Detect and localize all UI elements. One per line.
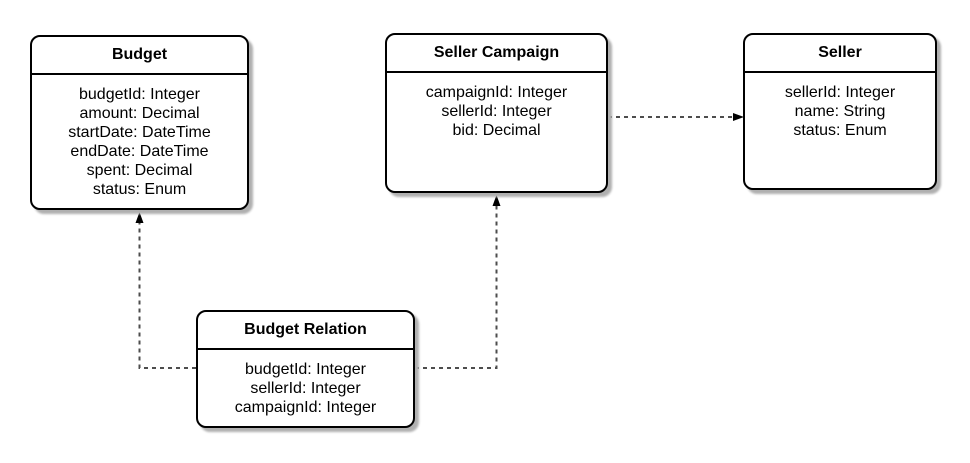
- field: budgetId: Integer: [79, 86, 200, 103]
- field: startDate: DateTime: [68, 124, 211, 141]
- field: name: String: [794, 103, 886, 120]
- field: campaignId: Integer: [425, 84, 568, 101]
- entity-budget-title: Budget: [32, 37, 247, 75]
- entity-budget: Budget budgetId: Integer amount: Decimal…: [30, 35, 249, 210]
- entity-budget-relation-title: Budget Relation: [198, 312, 413, 350]
- entity-budget-relation: Budget Relation budgetId: Integer seller…: [196, 310, 415, 428]
- field: sellerId: Integer: [250, 380, 361, 397]
- entity-seller-campaign-fields: campaignId: Integer sellerId: Integer bi…: [387, 73, 606, 140]
- entity-seller-title: Seller: [745, 35, 935, 73]
- relation-budget-relation-to-budget: [135, 212, 196, 369]
- field: sellerId: Integer: [441, 103, 552, 120]
- entity-seller-campaign: Seller Campaign campaignId: Integer sell…: [385, 33, 608, 193]
- entity-budget-relation-fields: budgetId: Integer sellerId: Integer camp…: [198, 350, 413, 417]
- field: spent: Decimal: [86, 162, 193, 179]
- entity-budget-fields: budgetId: Integer amount: Decimal startD…: [32, 75, 247, 199]
- field: amount: Decimal: [79, 105, 200, 122]
- entity-seller: Seller sellerId: Integer name: String st…: [743, 33, 937, 190]
- field: budgetId: Integer: [245, 361, 366, 378]
- relation-budget-relation-to-seller-campaign: [415, 195, 501, 369]
- field: bid: Decimal: [452, 122, 541, 139]
- entity-seller-fields: sellerId: Integer name: String status: E…: [745, 73, 935, 140]
- field: status: Enum: [793, 122, 887, 139]
- field: campaignId: Integer: [234, 399, 377, 416]
- entity-seller-campaign-title: Seller Campaign: [387, 35, 606, 73]
- field: status: Enum: [92, 181, 187, 198]
- field: sellerId: Integer: [784, 84, 896, 101]
- field: endDate: DateTime: [70, 143, 209, 160]
